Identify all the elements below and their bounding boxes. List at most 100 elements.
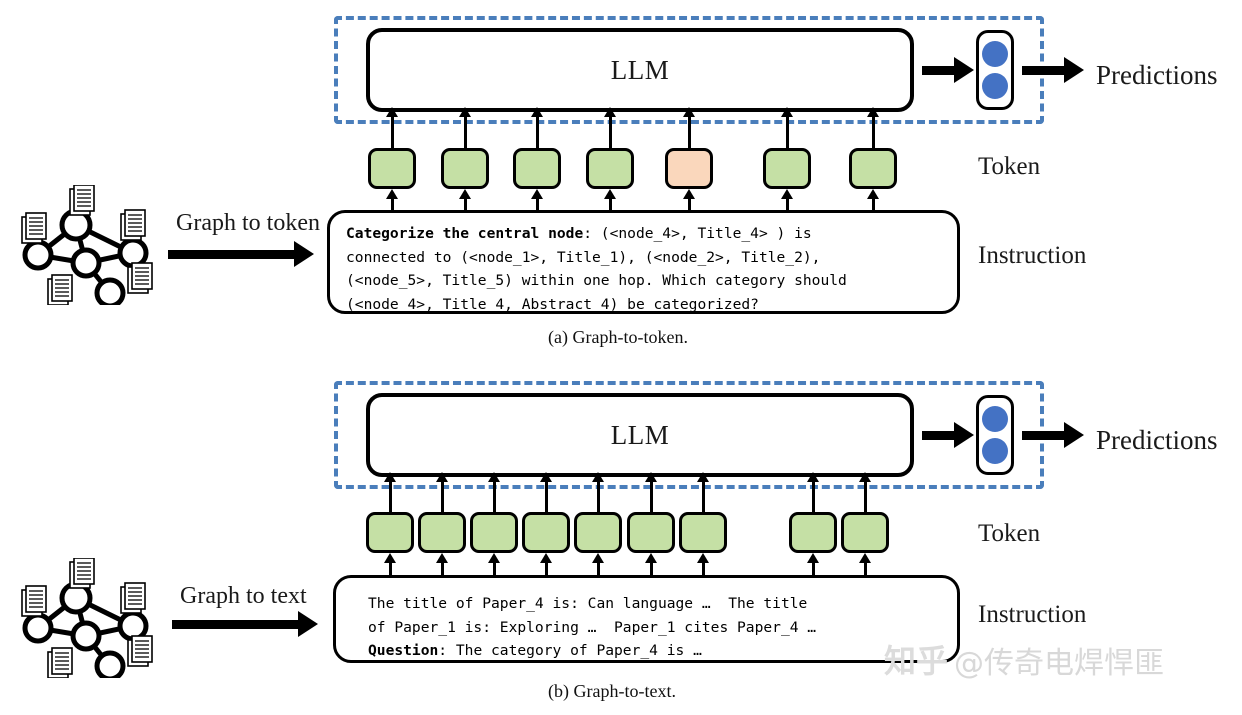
panel-a-instruction-box: Categorize the central node: (<node_4>, … bbox=[327, 210, 960, 314]
panel-b-instr-to-token-line-5 bbox=[597, 560, 600, 577]
panel-b-token-to-llm-line-7 bbox=[702, 479, 705, 512]
panel-a-token-to-llm-line-5 bbox=[688, 114, 691, 149]
panel-a-llm-to-capsule-arrow-shaft bbox=[922, 66, 956, 75]
panel-b-instr-to-token-line-4 bbox=[545, 560, 548, 577]
panel-b-instr-to-token-line-9 bbox=[864, 560, 867, 577]
panel-a-instruction-rest: : (<node_4>, Title_4> ) is connected to … bbox=[346, 225, 847, 313]
panel-a-token-to-llm-head-6 bbox=[781, 107, 793, 117]
panel-a-token-2 bbox=[441, 148, 489, 189]
panel-b-prediction-dot-2 bbox=[982, 437, 1008, 464]
panel-a-token-6 bbox=[763, 148, 811, 189]
panel-a-instr-to-token-line-6 bbox=[786, 196, 789, 213]
panel-b-token-to-llm-head-1 bbox=[384, 472, 396, 482]
panel-a-instr-to-token-line-1 bbox=[391, 196, 394, 213]
panel-b-instr-to-token-line-3 bbox=[493, 560, 496, 577]
panel-a-token-to-llm-line-7 bbox=[872, 114, 875, 149]
panel-a-instr-to-token-head-6 bbox=[781, 189, 793, 199]
panel-b-token-3 bbox=[470, 512, 518, 553]
panel-b-llm-label: LLM bbox=[610, 419, 670, 450]
panel-b-instruction-rest: : The category of Paper_4 is … bbox=[438, 642, 702, 660]
panel-b-token-to-llm-head-6 bbox=[645, 472, 657, 482]
panel-a-llm-label: LLM bbox=[610, 54, 670, 85]
panel-b-token-to-llm-line-9 bbox=[864, 479, 867, 512]
panel-b-token-4 bbox=[522, 512, 570, 553]
panel-b-token-to-llm-line-2 bbox=[441, 479, 444, 512]
panel-b-token-1 bbox=[366, 512, 414, 553]
panel-b-predictions-label: Predictions bbox=[1096, 425, 1218, 455]
panel-a-token-5-highlight bbox=[665, 148, 713, 189]
panel-b-transform-arrow-head bbox=[298, 611, 318, 637]
panel-a-instr-to-token-head-3 bbox=[531, 189, 543, 199]
panel-a-instr-to-token-head-2 bbox=[459, 189, 471, 199]
panel-a-instr-to-token-line-5 bbox=[688, 196, 691, 213]
panel-b-instr-to-token-head-2 bbox=[436, 553, 448, 563]
panel-b-instr-to-token-head-6 bbox=[645, 553, 657, 563]
panel-a-token-to-llm-head-4 bbox=[604, 107, 616, 117]
panel-b-token-row-label: Token bbox=[978, 520, 1041, 547]
panel-a-instruction-bold: Categorize the central node bbox=[346, 225, 584, 242]
panel-b-instruction-line-2: of Paper_1 is: Exploring … Paper_1 cites… bbox=[368, 618, 817, 636]
panel-a-token-to-llm-head-1 bbox=[386, 107, 398, 117]
panel-a-token-to-llm-line-6 bbox=[786, 114, 789, 149]
panel-a-token-to-llm-head-5 bbox=[683, 107, 695, 117]
panel-a-token-4 bbox=[586, 148, 634, 189]
panel-a-instruction-label: Instruction bbox=[978, 242, 1087, 269]
panel-a-llm-box: LLM bbox=[366, 28, 914, 112]
panel-b-instr-to-token-head-7 bbox=[697, 553, 709, 563]
panel-b-instruction-bold: Question bbox=[368, 642, 439, 660]
panel-a-llm-to-capsule-arrow-head bbox=[954, 57, 974, 83]
panel-b-capsule-to-predictions-arrow-shaft bbox=[1022, 431, 1066, 440]
panel-b-transform-arrow-shaft bbox=[172, 620, 300, 629]
panel-b-instr-to-token-line-2 bbox=[441, 560, 444, 577]
panel-a-instr-to-token-line-4 bbox=[609, 196, 612, 213]
panel-b-token-to-llm-head-3 bbox=[488, 472, 500, 482]
panel-b-instruction-label: Instruction bbox=[978, 601, 1087, 628]
panel-a-token-to-llm-head-7 bbox=[867, 107, 879, 117]
panel-b-token-to-llm-head-4 bbox=[540, 472, 552, 482]
panel-b-token-9 bbox=[841, 512, 889, 553]
panel-a-instr-to-token-head-1 bbox=[386, 189, 398, 199]
panel-a-instr-to-token-head-4 bbox=[604, 189, 616, 199]
panel-a-token-row-label: Token bbox=[978, 153, 1041, 180]
panel-a-transform-arrow-head bbox=[294, 241, 314, 267]
panel-b-token-to-llm-head-9 bbox=[859, 472, 871, 482]
panel-b-llm-to-capsule-arrow-shaft bbox=[922, 431, 956, 440]
panel-a-instr-to-token-line-2 bbox=[464, 196, 467, 213]
panel-b-token-to-llm-head-8 bbox=[807, 472, 819, 482]
panel-a-token-to-llm-line-3 bbox=[536, 114, 539, 149]
panel-b-token-to-llm-line-1 bbox=[389, 479, 392, 512]
panel-b-token-to-llm-head-5 bbox=[592, 472, 604, 482]
panel-b-instr-to-token-head-9 bbox=[859, 553, 871, 563]
panel-b-instr-to-token-head-1 bbox=[384, 553, 396, 563]
panel-b-instr-to-token-head-4 bbox=[540, 553, 552, 563]
panel-b-caption: (b) Graph-to-text. bbox=[548, 681, 676, 701]
panel-b-token-to-llm-line-5 bbox=[597, 479, 600, 512]
panel-a-instr-to-token-line-7 bbox=[872, 196, 875, 213]
panel-a-token-to-llm-line-2 bbox=[464, 114, 467, 149]
panel-b-token-5 bbox=[574, 512, 622, 553]
panel-a-capsule-to-predictions-arrow-head bbox=[1064, 57, 1084, 83]
panel-b-token-8 bbox=[789, 512, 837, 553]
panel-b-instr-to-token-line-8 bbox=[812, 560, 815, 577]
panel-b-prediction-dot-1 bbox=[982, 406, 1008, 433]
panel-a-capsule-to-predictions-arrow-shaft bbox=[1022, 66, 1066, 75]
panel-a-token-3 bbox=[513, 148, 561, 189]
panel-b-token-to-llm-line-6 bbox=[650, 479, 653, 512]
panel-b-token-to-llm-line-3 bbox=[493, 479, 496, 512]
panel-b-instr-to-token-head-5 bbox=[592, 553, 604, 563]
panel-b-token-2 bbox=[418, 512, 466, 553]
panel-a-transform-label: Graph to token bbox=[176, 210, 320, 236]
panel-b-token-to-llm-head-7 bbox=[697, 472, 709, 482]
panel-b-prediction-capsule bbox=[976, 395, 1014, 475]
panel-a-prediction-dot-1 bbox=[982, 41, 1008, 68]
panel-a-token-to-llm-line-4 bbox=[609, 114, 612, 149]
panel-b-capsule-to-predictions-arrow-head bbox=[1064, 422, 1084, 448]
panel-b-token-to-llm-line-4 bbox=[545, 479, 548, 512]
panel-b-token-to-llm-line-8 bbox=[812, 479, 815, 512]
panel-a-transform-arrow-shaft bbox=[168, 250, 296, 259]
panel-b-token-7 bbox=[679, 512, 727, 553]
panel-a-caption: (a) Graph-to-token. bbox=[548, 327, 688, 347]
panel-a-token-to-llm-head-2 bbox=[459, 107, 471, 117]
panel-b-instruction-box: The title of Paper_4 is: Can language … … bbox=[333, 575, 960, 663]
watermark-handle: @传奇电焊悍匪 bbox=[954, 646, 1164, 681]
